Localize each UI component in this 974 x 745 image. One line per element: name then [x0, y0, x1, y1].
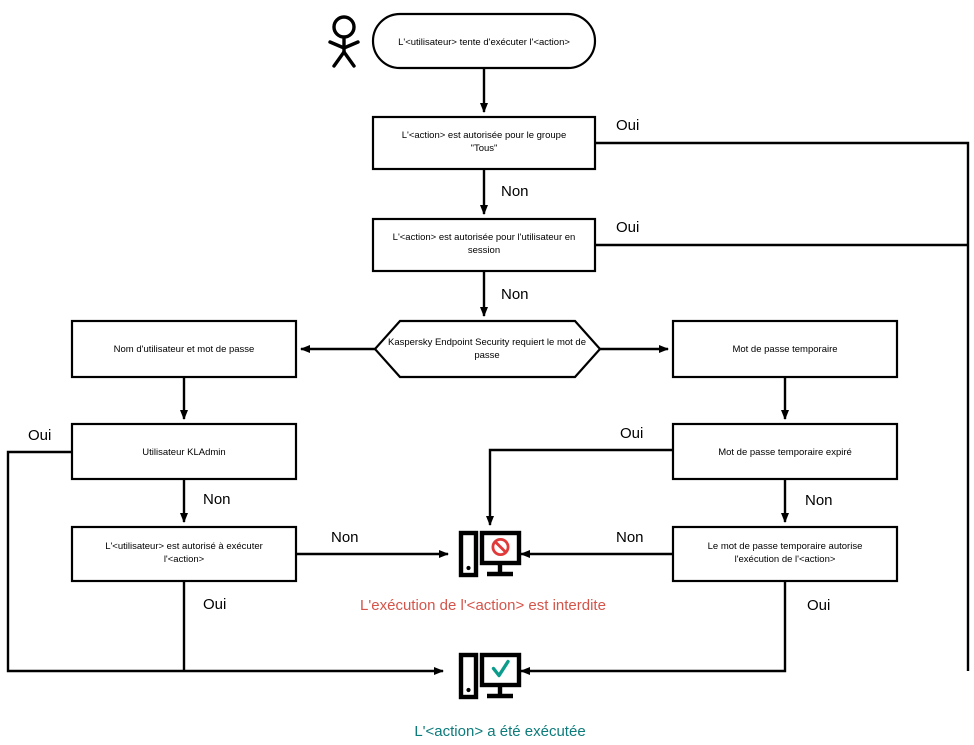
node-temp-password-expired-label: Mot de passe temporaire expiré: [718, 447, 852, 458]
edge-label-oui-temp-allows: Oui: [807, 597, 830, 614]
node-session-user-label-line2: session: [468, 245, 500, 256]
edge-label-non-kladmin: Non: [203, 491, 231, 508]
node-kes-requires-password-label-line1: Kaspersky Endpoint Security requiert le …: [388, 337, 586, 348]
edge-temp-allows-oui: [520, 581, 787, 675]
node-kes-requires-password-label-line2: passe: [474, 350, 499, 361]
edge-label-oui-kladmin: Oui: [28, 427, 51, 444]
edge-label-non-temp-allows: Non: [616, 529, 644, 546]
node-temp-password-allows-label-line2: l'exécution de l'<action>: [735, 554, 836, 565]
outcome-denied-label: L'exécution de l'<action> est interdite: [360, 597, 606, 614]
node-session-user-label-line1: L'<action> est autorisée pour l'utilisat…: [393, 232, 576, 243]
node-username-password-label: Nom d'utilisateur et mot de passe: [114, 344, 255, 355]
edge-group-all-oui: [595, 141, 970, 671]
node-group-all-label-line2: "Tous": [471, 143, 498, 154]
edge-label-non-group-all: Non: [501, 183, 529, 200]
node-kes-requires-password: [373, 319, 602, 379]
node-session-user: [371, 217, 597, 273]
node-temp-password-allows-label-line1: Le mot de passe temporaire autorise: [708, 541, 863, 552]
outcome-allowed-label: L'<action> a été exécutée: [414, 723, 585, 740]
edge-label-oui-session-user: Oui: [616, 219, 639, 236]
computer-denied-icon: [458, 530, 522, 578]
node-group-all-label-line1: L'<action> est autorisée pour le groupe: [402, 130, 566, 141]
node-user-allowed-action-label-line2: l'<action>: [164, 554, 205, 565]
node-username-password: [70, 319, 298, 379]
edge-label-oui-group-all: Oui: [616, 117, 639, 134]
user-actor-icon: [328, 15, 360, 68]
edge-label-non-user-allowed: Non: [331, 529, 359, 546]
node-temp-password-label: Mot de passe temporaire: [732, 344, 837, 355]
node-start-label: L'<utilisateur> tente d'exécuter l'<acti…: [398, 37, 570, 48]
computer-allowed-icon: [458, 652, 522, 700]
edge-temp-expired-oui: [486, 448, 673, 526]
node-group-all: [371, 115, 597, 171]
node-kladmin-user-label: Utilisateur KLAdmin: [142, 447, 225, 458]
edge-kladmin-oui: [6, 450, 444, 675]
edge-label-oui-user-allowed: Oui: [203, 596, 226, 613]
edge-label-non-session-user: Non: [501, 286, 529, 303]
edge-label-oui-temp-expired: Oui: [620, 425, 643, 442]
node-user-allowed-action-label-line1: L'<utilisateur> est autorisé à exécuter: [105, 541, 263, 552]
edge-label-non-temp-expired: Non: [805, 492, 833, 509]
